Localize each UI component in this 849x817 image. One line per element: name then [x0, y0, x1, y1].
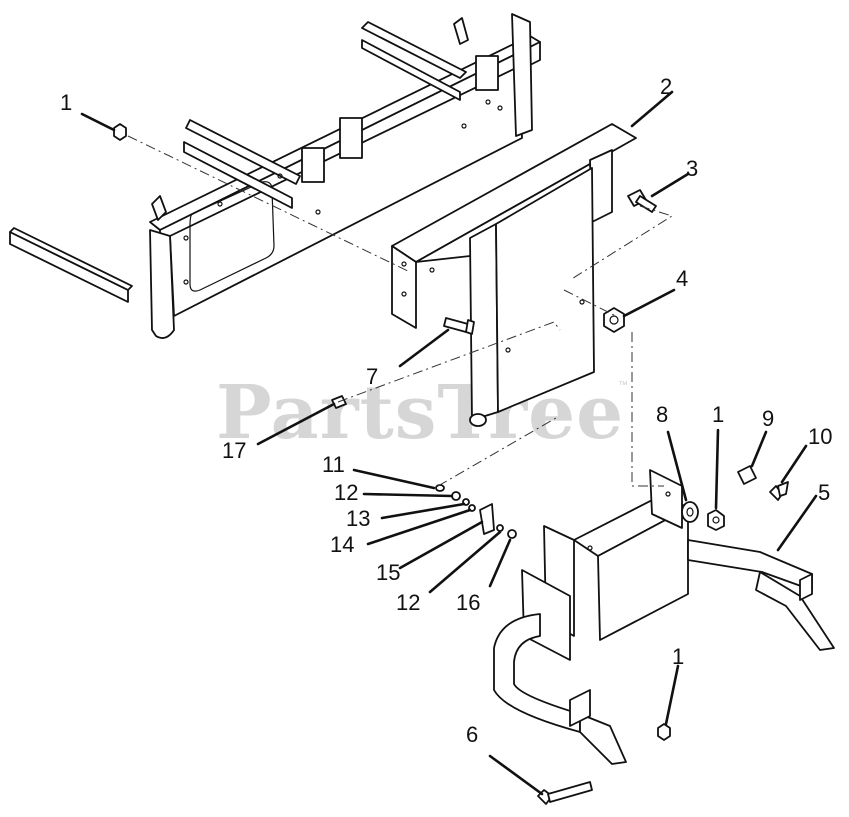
callout-8: 8 [656, 402, 668, 427]
receiver-assembly [521, 469, 689, 661]
assembly-lines [127, 135, 674, 487]
callout-12-upper: 12 [334, 480, 358, 505]
leader-lines [80, 90, 818, 796]
callout-14: 14 [330, 532, 354, 557]
hex-nut-1-bottom [657, 723, 671, 741]
callout-1-bottom: 1 [672, 644, 684, 669]
bolt-3 [627, 189, 657, 213]
tractor-frame [9, 13, 541, 339]
hex-nut-1-right [707, 509, 725, 531]
small-parts-stack [435, 484, 517, 539]
callout-11: 11 [322, 452, 345, 477]
clip-9 [737, 465, 757, 485]
callout-16: 16 [456, 590, 480, 615]
bolt-7 [443, 317, 475, 335]
callout-15: 15 [376, 560, 400, 585]
washer-8 [681, 501, 699, 523]
hex-nut-1-top [113, 123, 127, 141]
callout-13: 13 [346, 506, 370, 531]
callout-2: 2 [660, 74, 672, 99]
callout-7: 7 [366, 364, 378, 389]
callout-9: 9 [762, 406, 774, 431]
callout-10: 10 [808, 424, 832, 449]
callout-4: 4 [676, 266, 688, 291]
lock-nut-4 [603, 307, 625, 333]
callout-1-right: 1 [712, 402, 724, 427]
brace-lower [493, 613, 627, 765]
callout-6: 6 [466, 722, 478, 747]
callout-1-top: 1 [60, 90, 72, 115]
callout-3: 3 [686, 156, 698, 181]
bolt-6 [537, 781, 593, 805]
wing-nut-10 [769, 481, 789, 501]
brace-5 [687, 539, 835, 651]
watermark-trademark: ™ [618, 380, 628, 391]
hitch-bracket [391, 123, 637, 427]
callout-12-lower: 12 [396, 590, 420, 615]
callout-17: 17 [222, 438, 246, 463]
callout-5: 5 [818, 480, 830, 505]
